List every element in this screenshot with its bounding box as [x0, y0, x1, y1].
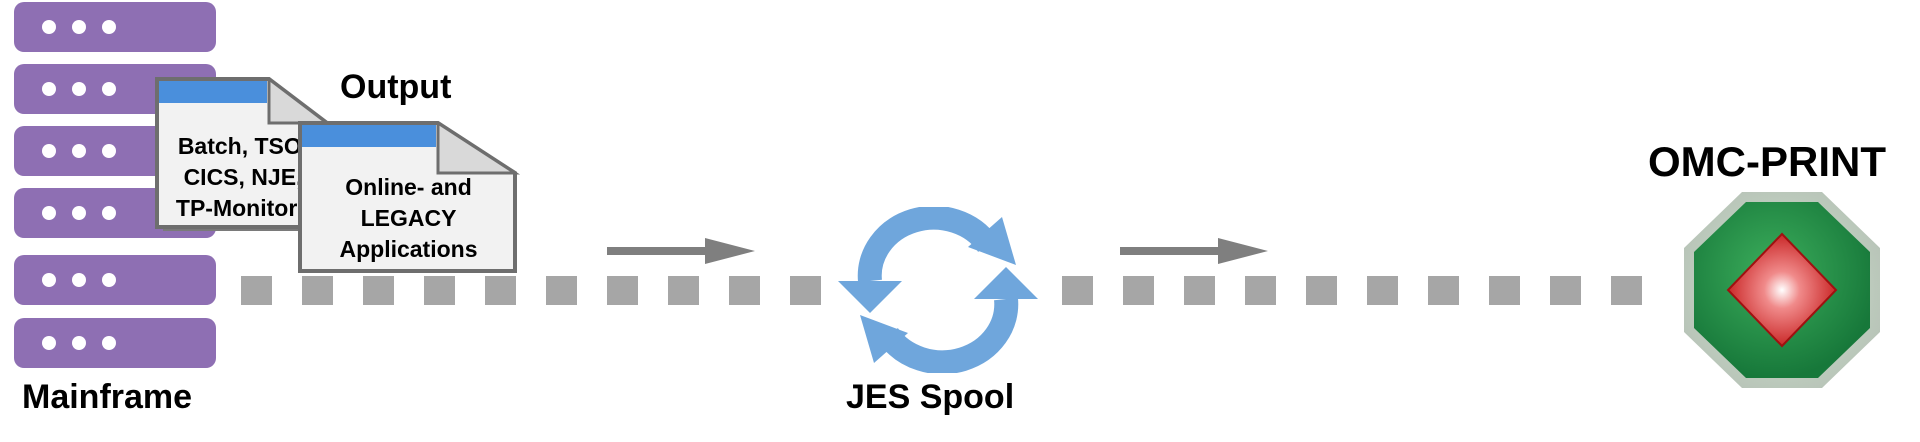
server-rack-icon	[14, 255, 216, 305]
arrow-right-icon	[607, 238, 755, 264]
document-icon: Batch, TSO, CICS, NJE, TP-Monitors	[153, 77, 333, 233]
dashed-line-right	[1062, 276, 1642, 305]
jes-spool-label: JES Spool	[846, 378, 1015, 416]
dashed-line-left	[241, 276, 821, 305]
document-icon: Online- and LEGACY Applications	[296, 121, 521, 276]
document-text: Online- and LEGACY Applications	[339, 174, 478, 262]
omc-print-logo	[1684, 192, 1880, 388]
mainframe-label: Mainframe	[22, 378, 193, 416]
sync-cycle-icon	[838, 207, 1038, 373]
output-label: Output	[340, 68, 452, 106]
document-text: Batch, TSO, CICS, NJE, TP-Monitors	[175, 133, 311, 221]
server-rack-icon	[14, 318, 216, 368]
server-rack-icon	[14, 2, 216, 52]
omc-print-label: OMC-PRINT	[1648, 138, 1886, 185]
arrow-right-icon	[1120, 238, 1268, 264]
